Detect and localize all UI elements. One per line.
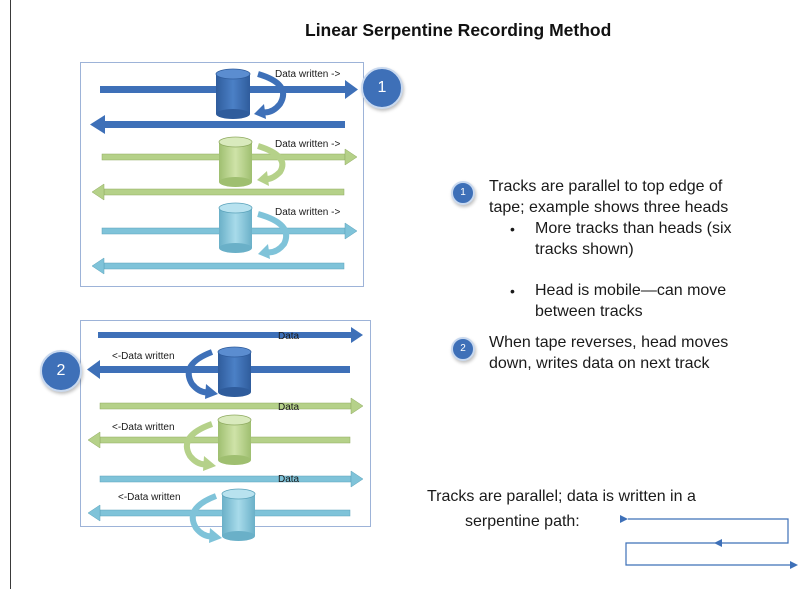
bottom-track-1-arrow (98, 327, 363, 343)
point-1-badge: 1 (451, 181, 475, 205)
page-title: Linear Serpentine Recording Method (305, 20, 612, 40)
bottom-curve-arrow-1 (185, 349, 218, 399)
bottom-reverse-label-1: <-Data written (112, 351, 175, 362)
point-1-line-2: tape; example shows three heads (489, 199, 729, 216)
bottom-forward-label-3: Data (278, 474, 300, 485)
top-head-3-cylinder (218, 202, 253, 253)
bullet-2-line-2: between tracks (535, 303, 643, 320)
bottom-track-5-arrow (99, 470, 364, 488)
top-head-2-cylinder (218, 136, 253, 187)
top-curve-arrow-3 (257, 211, 290, 259)
footer-line-2: serpentine path: (465, 513, 580, 530)
bullet-2-line-1: Head is mobile—can move (535, 282, 727, 299)
callout-1-badge: 1 (361, 67, 403, 109)
bullet-1-dot: • (510, 221, 515, 237)
top-curve-arrow-1 (254, 71, 287, 119)
bottom-head-2-cylinder (217, 414, 252, 465)
serpentine-path-icon (625, 518, 790, 566)
bottom-curve-arrow-3 (189, 493, 222, 543)
top-curve-arrow-2 (257, 143, 286, 186)
top-head-1-cylinder (215, 68, 251, 119)
bullet-2-dot: • (510, 283, 515, 299)
serpentine-arrow-right-2 (790, 561, 798, 569)
bottom-reverse-label-2: <-Data written (112, 422, 175, 433)
serpentine-arrow-left (714, 539, 722, 547)
top-track-6-arrow (91, 257, 345, 275)
callout-2-badge: 2 (40, 350, 82, 392)
point-2-line-1: When tape reverses, head moves (489, 334, 729, 351)
bullet-1-line-1: More tracks than heads (six (535, 220, 732, 237)
bottom-track-3-arrow (99, 397, 364, 415)
bottom-curve-arrow-2 (183, 421, 216, 471)
point-2-badge: 2 (451, 337, 475, 361)
bullet-1-line-2: tracks shown) (535, 241, 634, 258)
top-track-2-arrow (90, 115, 345, 134)
top-track-label-3: Data written -> (275, 207, 340, 218)
point-2-line-2: down, writes data on next track (489, 355, 710, 372)
bottom-head-3-cylinder (221, 488, 256, 541)
footer-line-1: Tracks are parallel; data is written in … (427, 488, 696, 505)
top-track-4-arrow (91, 183, 345, 201)
bottom-track-6-arrow (87, 504, 351, 522)
frame-left-line (10, 0, 11, 589)
bottom-head-1-cylinder (217, 346, 252, 397)
serpentine-arrow-right-1 (620, 515, 628, 523)
bottom-forward-label-1: Data (278, 331, 300, 342)
bottom-forward-label-2: Data (278, 402, 300, 413)
bottom-reverse-label-3: <-Data written (118, 492, 181, 503)
top-track-label-1: Data written -> (275, 69, 340, 80)
top-track-label-2: Data written -> (275, 139, 340, 150)
point-1-line-1: Tracks are parallel to top edge of (489, 178, 723, 195)
